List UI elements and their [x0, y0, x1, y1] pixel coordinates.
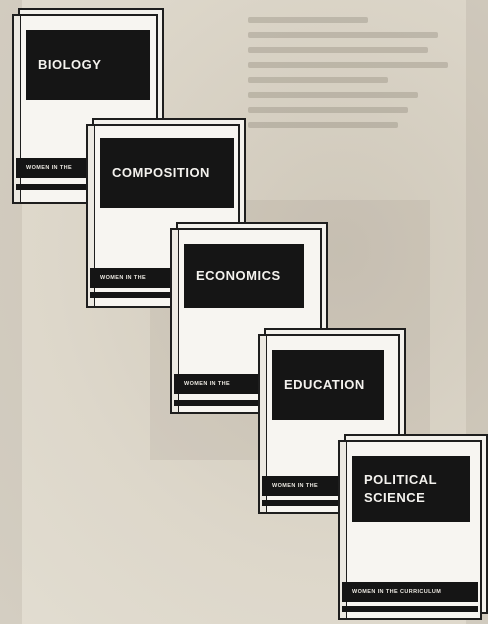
series-text: WOMEN IN THE [184, 381, 231, 387]
book-title: ECONOMICS [196, 268, 281, 283]
book-title: COMPOSITION [112, 165, 210, 180]
series-stripe [342, 606, 478, 612]
book-title-label: COMPOSITION [100, 138, 234, 208]
book-title-label: ECONOMICS [184, 244, 304, 308]
book-political-science: POLITICAL SCIENCE WOMEN IN THE CURRICULU… [338, 434, 488, 620]
series-stripe [262, 500, 396, 506]
book-title-label: POLITICAL SCIENCE [352, 456, 470, 522]
series-band: WOMEN IN THE CURRICULUM [342, 582, 478, 602]
series-stripe [174, 400, 318, 406]
series-text: WOMEN IN THE [100, 275, 147, 281]
book-title: BIOLOGY [38, 57, 102, 72]
book-title: POLITICAL SCIENCE [364, 472, 437, 505]
background-text-lines [248, 8, 458, 137]
book-composition: COMPOSITION WOMEN IN THE [86, 118, 246, 308]
series-stripe [16, 184, 154, 190]
book-title: EDUCATION [284, 377, 365, 392]
series-text: WOMEN IN THE CURRICULUM [352, 589, 442, 595]
book-title-label: EDUCATION [272, 350, 384, 420]
series-stripe [90, 292, 236, 298]
series-text: WOMEN IN THE [26, 165, 73, 171]
book-title-label: BIOLOGY [26, 30, 150, 100]
series-text: WOMEN IN THE [272, 483, 319, 489]
